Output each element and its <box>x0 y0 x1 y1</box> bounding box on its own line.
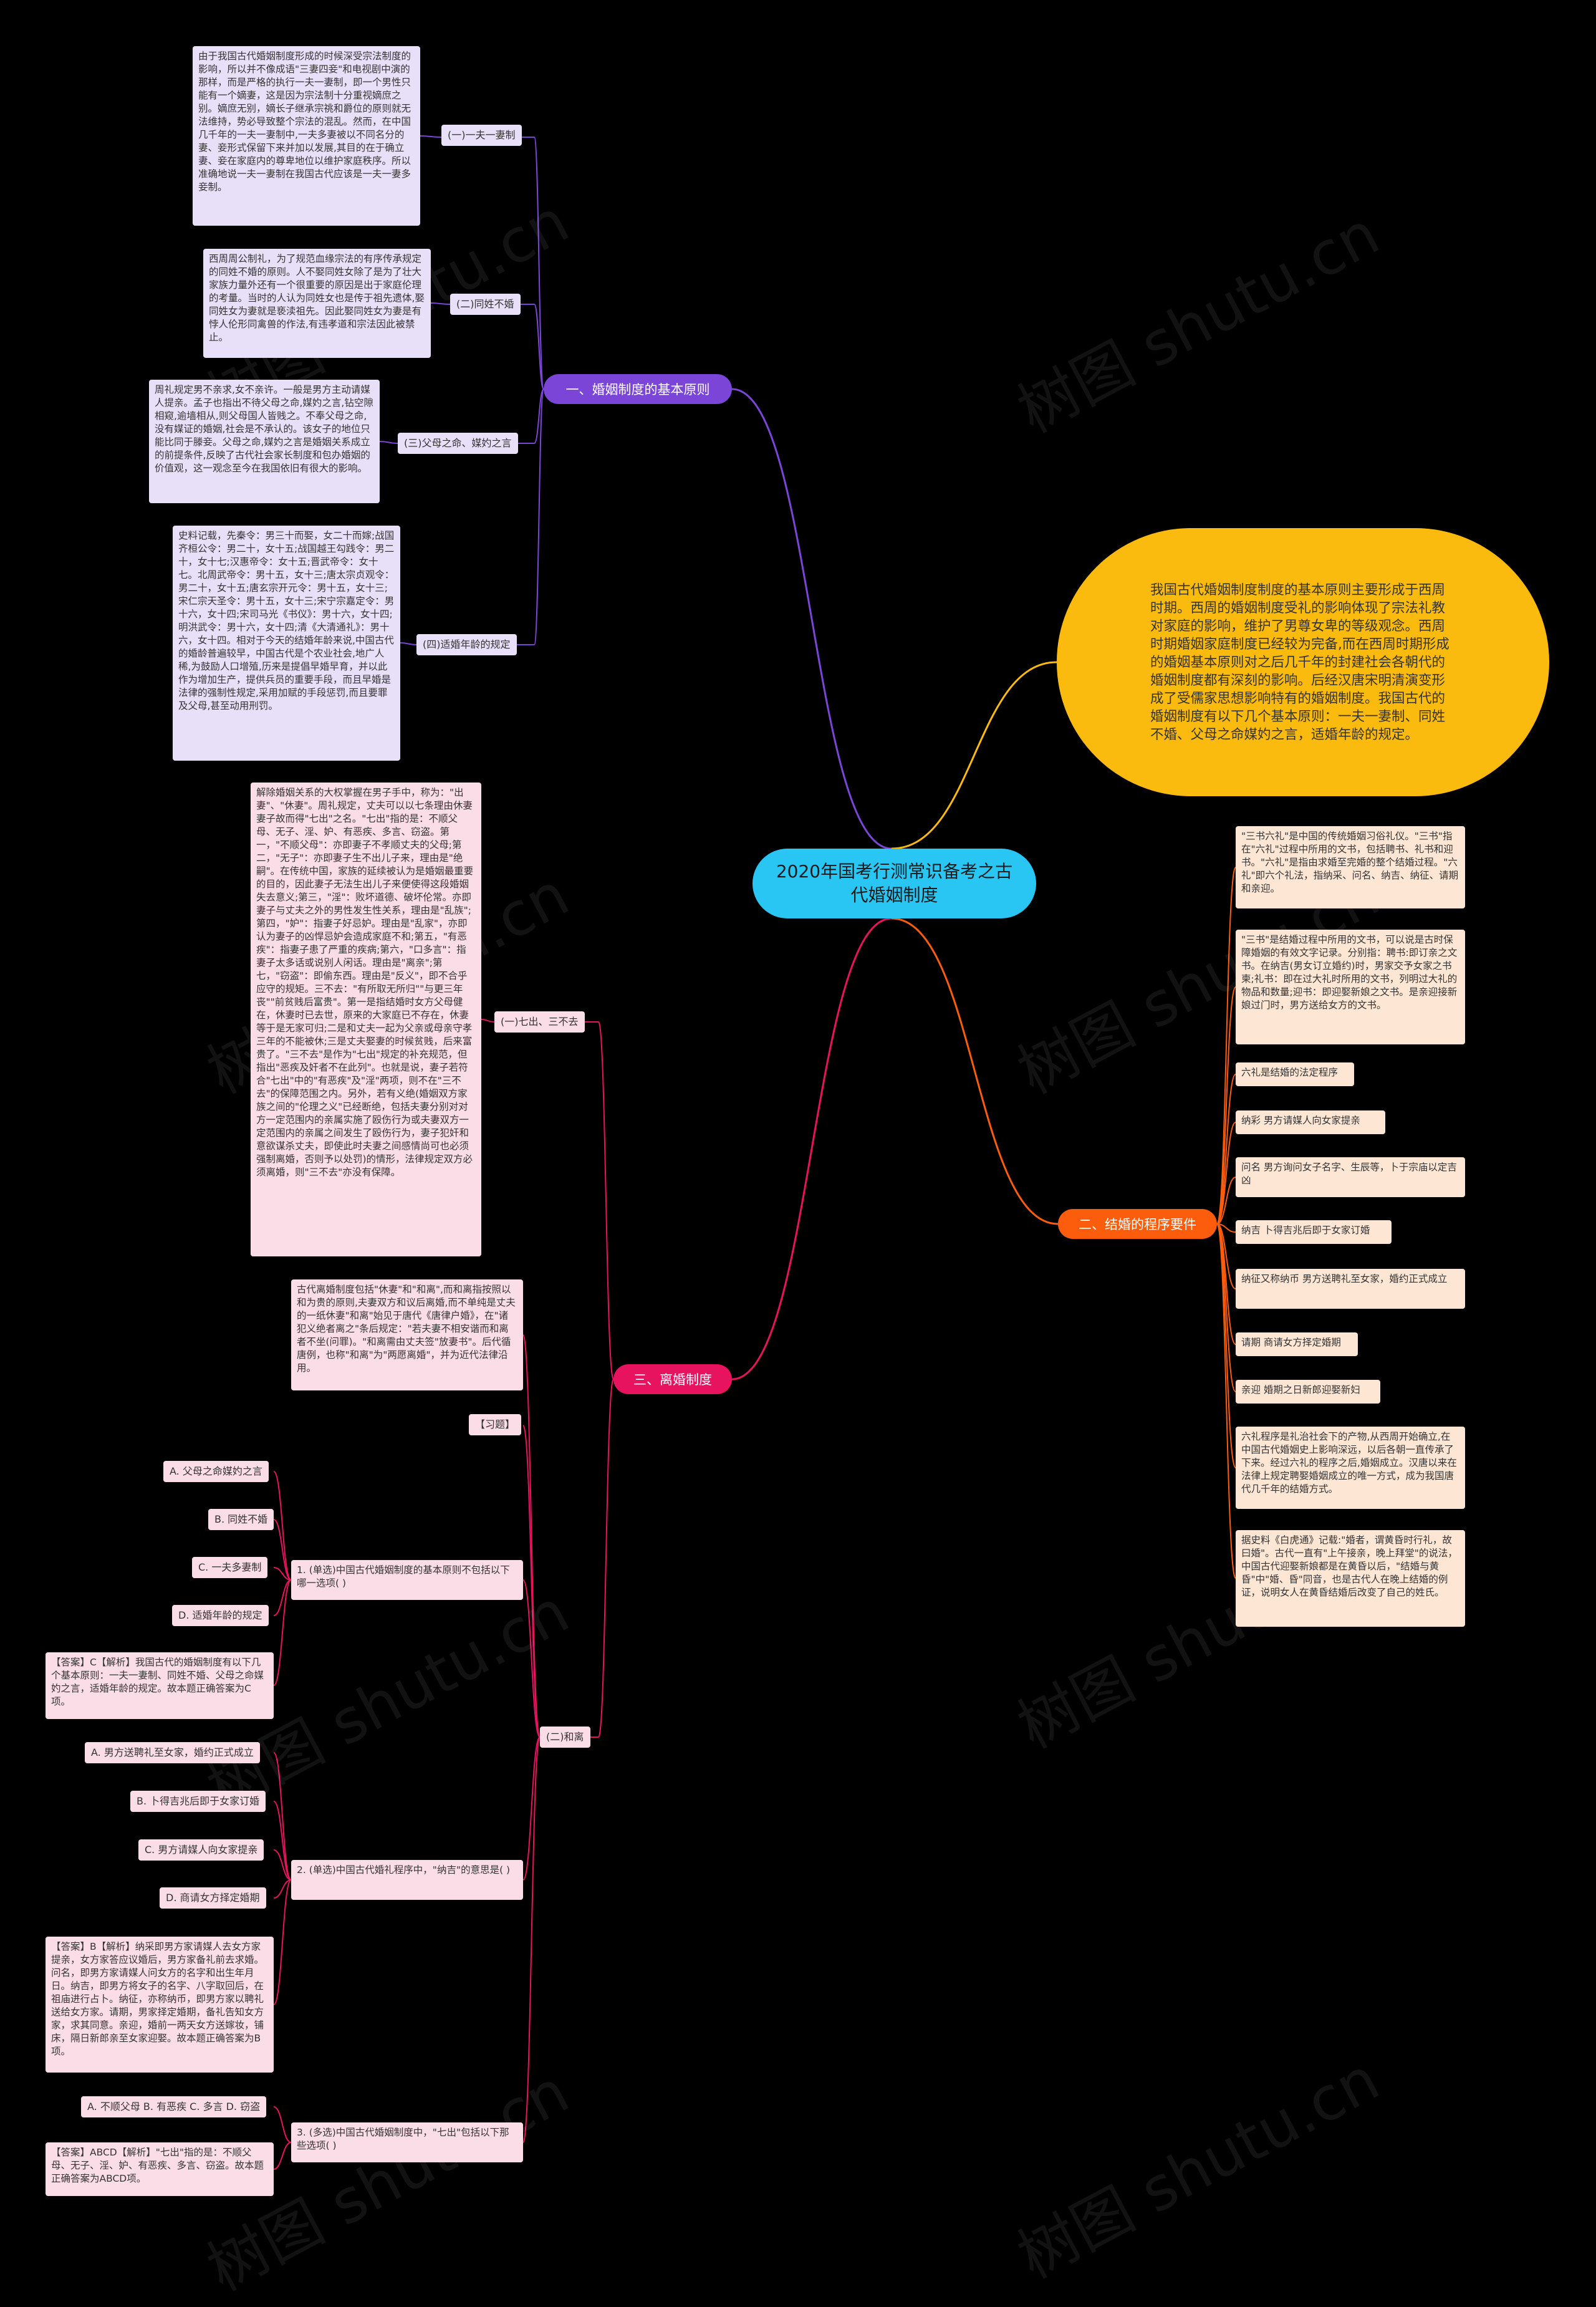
branch-divorce-system[interactable]: 三、离婚制度 <box>613 1364 732 1394</box>
text-qichu-sanbuqu: 解除婚姻关系的大权掌握在男子手中，称为："出妻"、"休妻"。周礼规定，丈夫可以以… <box>251 783 481 1256</box>
summary-bubble[interactable]: 我国古代婚姻制度制度的基本原则主要形成于西周时期。西周的婚姻制度受礼的影响体现了… <box>1057 528 1549 796</box>
connector-line <box>273 1471 292 1581</box>
connector-line <box>534 388 544 645</box>
branch-marriage-procedure[interactable]: 二、结婚的程序要件 <box>1058 1209 1217 1239</box>
connector-line <box>273 1801 292 1881</box>
q1-answer: 【答案】C【解析】我国古代的婚姻制度有以下几个基本原则：一夫一妻制、同姓不婚、父… <box>46 1652 274 1719</box>
label-marriage-age[interactable]: (四)适婚年龄的规定 <box>416 634 517 655</box>
connector-line <box>1216 986 1236 1225</box>
connector-line <box>481 1019 495 1023</box>
connector-line <box>598 1379 614 1738</box>
q2-option-d[interactable]: D. 商请女方择定婚期 <box>160 1887 266 1909</box>
q2-option-a[interactable]: A. 男方送聘礼至女家，婚约正式成立 <box>85 1742 260 1763</box>
connector-line <box>891 661 1057 850</box>
connector-line <box>534 304 544 390</box>
connector-line <box>731 917 892 1380</box>
connector-line <box>1216 1223 1236 1345</box>
label-heli[interactable]: (二)和离 <box>540 1727 590 1748</box>
connector-line <box>891 917 1059 1225</box>
connector-line <box>731 388 892 850</box>
connector-line <box>273 1519 292 1581</box>
connector-line <box>1216 1177 1236 1225</box>
connector-line <box>598 1021 614 1380</box>
connector-line <box>522 1334 541 1738</box>
connector-line <box>1216 867 1236 1225</box>
connector-line <box>1216 1223 1236 1468</box>
text-qingqi: 请期 商请女方择定婚期 <box>1236 1332 1358 1356</box>
connector-line <box>273 1879 292 2005</box>
text-marriage-age: 史料记载，先秦令：男三十而娶，女二十而嫁;战国齐桓公令：男二十，女十五;战国越王… <box>173 526 400 761</box>
q3-answer: 【答案】ABCD【解析】"七出"指的是：不顺父母、无子、淫、妒、有恶疾、多言、窃… <box>46 2142 274 2196</box>
q1-option-d[interactable]: D. 适婚年龄的规定 <box>172 1605 269 1626</box>
text-wenming: 问名 男方询问女子名字、生辰等，卜于宗庙以定吉凶 <box>1236 1157 1465 1197</box>
connector-line <box>534 388 544 444</box>
label-same-surname[interactable]: (二)同姓不婚 <box>450 294 521 315</box>
connector-line <box>534 137 544 390</box>
question-1[interactable]: 1. (单选)中国古代婚姻制度的基本原则不包括以下哪一选项( ) <box>291 1560 523 1600</box>
connector-line <box>522 1736 541 2143</box>
text-same-surname: 西周周公制礼，为了规范血缘宗法的有序传承规定的同姓不婚的原则。人不娶同姓女除了是… <box>203 249 431 358</box>
connector-line <box>379 441 398 444</box>
text-six-rites-legal: 六礼是结婚的法定程序 <box>1236 1062 1354 1086</box>
text-six-rites-history: 六礼程序是礼治社会下的产物,从西周开始确立,在中国古代婚姻史上影响深远，以后各朝… <box>1236 1427 1465 1509</box>
q1-option-c[interactable]: C. 一夫多妻制 <box>192 1557 268 1578</box>
q1-option-a[interactable]: A. 父母之命媒妁之言 <box>163 1461 269 1482</box>
question-2[interactable]: 2. (单选)中国古代婚礼程序中，"纳吉"的意思是( ) <box>291 1860 523 1900</box>
label-monogamy[interactable]: (一)一夫一妻制 <box>441 125 522 146</box>
connector-line <box>273 1849 292 1881</box>
text-huntime: 据史料《白虎通》记载:"婚者，谓黄昏时行礼，故曰婚"。古代一直有"上午接亲，晚上… <box>1236 1530 1465 1627</box>
q2-option-b[interactable]: B. 卜得吉兆后即于女家订婚 <box>130 1791 266 1812</box>
connector-line <box>522 1736 541 1881</box>
branch-basic-principles[interactable]: 一、婚姻制度的基本原则 <box>544 374 732 404</box>
connector-line <box>1216 1074 1236 1225</box>
text-three-letters-six-rites: "三书六礼"是中国的传统婚姻习俗礼仪。"三书"指在"六礼"过程中所用的文书，包括… <box>1236 826 1465 908</box>
exercise-label: 【习题】 <box>469 1414 522 1435</box>
central-topic[interactable]: 2020年国考行测常识备考之古代婚姻制度 <box>752 849 1036 918</box>
question-3[interactable]: 3. (多选)中国古代婚姻制度中，"七出"包括以下那些选项( ) <box>291 2122 523 2162</box>
connector-line <box>273 1579 292 1686</box>
connector-line <box>273 1752 292 1881</box>
connector-line <box>1216 1223 1236 1233</box>
q1-option-b[interactable]: B. 同姓不婚 <box>208 1509 274 1530</box>
connector-line <box>273 1567 292 1581</box>
text-monogamy: 由于我国古代婚姻制度形成的时候深受宗法制度的影响，所以并不像成语"三妻四妾"和电… <box>193 46 420 226</box>
connector-line <box>1216 1223 1236 1579</box>
text-nacai: 纳彩 男方请媒人向女家提亲 <box>1236 1110 1385 1134</box>
q3-options[interactable]: A. 不顺父母 B. 有恶疾 C. 多言 D. 窃盗 <box>81 2096 267 2117</box>
connector-line <box>522 1579 541 1738</box>
q2-answer: 【答案】B【解析】纳采即男方家请媒人去女方家提亲，女方家答应议婚后，男方家备礼前… <box>46 1937 274 2073</box>
text-parents-order: 周礼规定男不亲求,女不亲许。一般是男方主动请媒人提亲。孟子也指出不待父母之命,媒… <box>149 380 380 503</box>
connector-line <box>273 2142 292 2170</box>
connector-line <box>400 642 417 645</box>
connector-line <box>430 302 451 305</box>
label-qichu-sanbuqu[interactable]: (一)七出、三不去 <box>494 1011 585 1033</box>
text-nazheng: 纳征又称纳币 男方送聘礼至女家，婚约正式成立 <box>1236 1269 1465 1309</box>
label-parents-order[interactable]: (三)父母之命、媒妁之言 <box>398 433 518 454</box>
connector-line <box>420 135 442 138</box>
connector-line <box>1216 1223 1236 1289</box>
connector-line <box>522 1425 541 1738</box>
connector-line <box>1216 1122 1236 1225</box>
connector-line <box>273 2106 292 2143</box>
q2-option-c[interactable]: C. 男方请媒人向女家提亲 <box>138 1839 264 1861</box>
text-qinying: 亲迎 婚期之日新郎迎娶新妇 <box>1236 1380 1380 1404</box>
connector-line <box>1216 1223 1236 1392</box>
connector-line <box>273 1579 292 1616</box>
text-heli: 古代离婚制度包括"休妻"和"和离",而和离指按照以和为贵的原则,夫妻双方和议后离… <box>291 1279 523 1390</box>
text-three-letters: "三书"是结婚过程中所用的文书，可以说是古时保障婚姻的有效文字记录。分别指：聘书… <box>1236 930 1465 1044</box>
text-naji: 纳吉 卜得吉兆后即于女家订婚 <box>1236 1220 1392 1244</box>
connector-line <box>273 1879 292 1899</box>
